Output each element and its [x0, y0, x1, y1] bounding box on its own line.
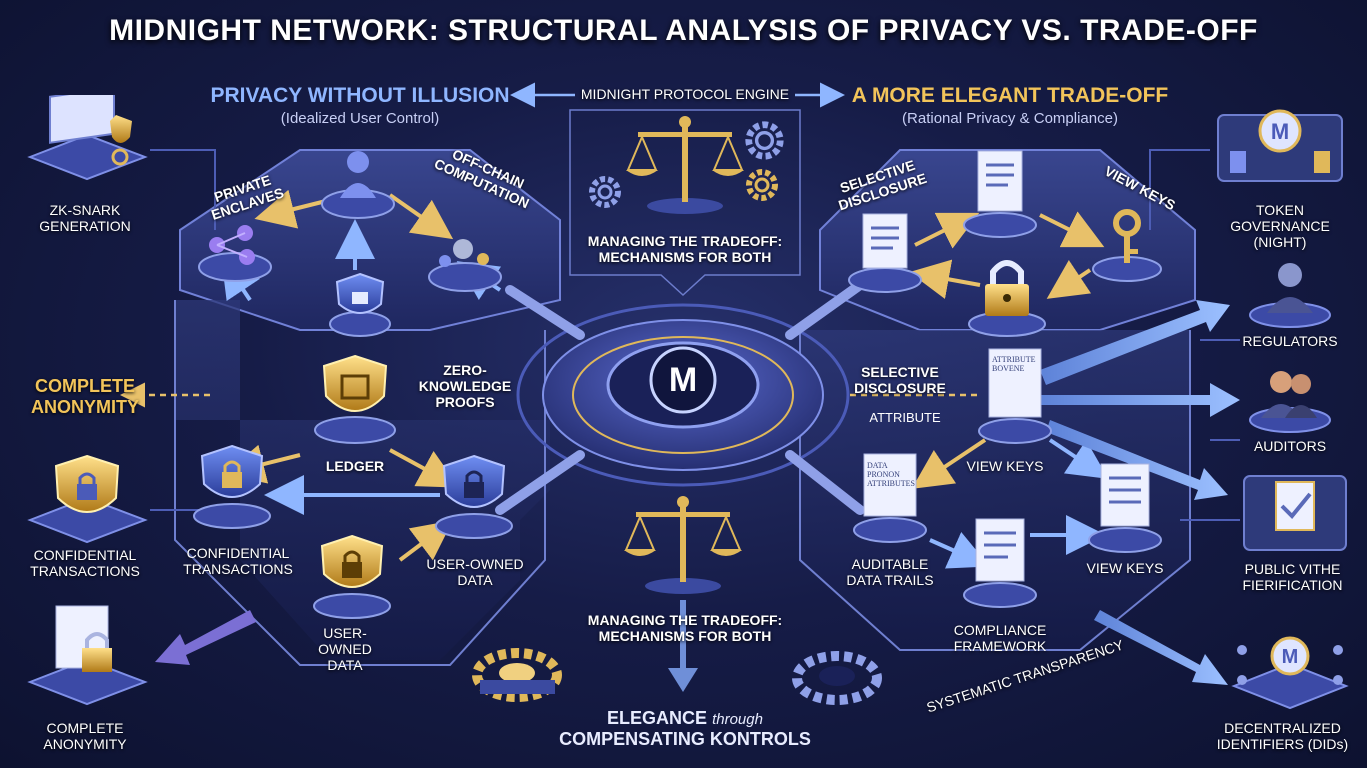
tradeoff-bubble	[569, 109, 801, 297]
view-keys-label: VIEW KEYS	[1086, 560, 1164, 576]
page-title: MIDNIGHT NETWORK: STRUCTURAL ANALYSIS OF…	[109, 14, 1258, 47]
zk-snark-icon	[27, 95, 148, 181]
lock-icon	[968, 260, 1046, 337]
left-heading: PRIVACY WITHOUT ILLUSION	[210, 84, 510, 107]
confidential-transactions-label: CONFIDENTIAL TRANSACTIONS	[30, 547, 140, 580]
public-verification-label: PUBLIC VITHE FIERIFICATION	[1242, 561, 1343, 594]
side-connectors	[150, 149, 1240, 521]
gear-icon	[746, 169, 778, 201]
network-icon	[428, 239, 502, 292]
midnight-logo: M	[668, 361, 698, 399]
regulators-label: REGULATORS	[1242, 333, 1338, 349]
lock-shield-icon	[329, 272, 391, 337]
scales-icon	[624, 496, 742, 594]
left-lower-platform	[174, 300, 550, 666]
elegance-label: ELEGANCE through COMPENSATING KONTROLS	[540, 708, 830, 750]
document-icon	[848, 213, 922, 293]
network-icon	[198, 225, 272, 282]
data-doc-text: DATA PRONON ATTRIBUTES	[867, 461, 915, 488]
document-icon	[963, 150, 1037, 238]
hub-connectors	[495, 280, 865, 515]
zk-snark-label: ZK-SNARK GENERATION	[39, 202, 131, 235]
user-owned-data-label: USER-OWNED DATA	[318, 625, 372, 674]
user-icon	[321, 151, 395, 219]
auditable-trails-label: AUDITABLE DATA TRAILS	[846, 556, 934, 589]
gear-icon	[589, 176, 621, 208]
outgoing-arrows	[155, 300, 1240, 692]
scales-icon	[626, 116, 744, 214]
checklist-icon	[1243, 475, 1347, 551]
attribute-label: ATTRIBUTE	[869, 410, 941, 425]
right-heading: A MORE ELEGANT TRADE-OFF	[851, 84, 1169, 107]
ledger-label: LEDGER	[325, 458, 385, 474]
auditors-label: AUDITORS	[1253, 438, 1327, 454]
gear-icon	[472, 648, 562, 702]
elegance-word: ELEGANCE	[607, 708, 708, 728]
tradeoff-bottom-label: MANAGING THE TRADEOFF: MECHANISMS FOR BO…	[587, 612, 783, 645]
view-keys-label: VIEW KEYS	[966, 458, 1044, 474]
right-flow-arrows	[909, 211, 1109, 569]
token-icon: M	[1217, 109, 1343, 182]
compensating-controls: COMPENSATING KONTROLS	[559, 729, 811, 749]
attribute-doc-text: ATTRIBUTE BOVENE	[992, 355, 1036, 373]
zkp-label: ZERO-KNOWLEDGE PROOFS	[418, 362, 512, 411]
complete-anonymity-heading: COMPLETE ANONYMITY	[31, 376, 139, 417]
through-word: through	[712, 711, 763, 728]
attribute-document-icon	[978, 348, 1052, 444]
lock-shield-icon	[435, 454, 513, 539]
svg-text:M: M	[1282, 646, 1299, 668]
key-icon	[1092, 209, 1162, 282]
compliance-framework-label: COMPLIANCE FRAMEWORK	[953, 622, 1047, 655]
checklist-icon	[1088, 463, 1162, 553]
complete-anonymity-label: COMPLETE ANONYMITY	[43, 720, 127, 753]
header-arrows	[120, 82, 980, 408]
confidential-transactions-label: CONFIDENTIAL TRANSACTIONS	[183, 545, 293, 578]
lock-shield-icon	[313, 534, 391, 619]
right-lower-platform	[799, 330, 1191, 651]
engine-label: MIDNIGHT PROTOCOL ENGINE	[580, 86, 790, 102]
token-governance-label: TOKEN GOVERNANCE (NIGHT)	[1230, 202, 1330, 251]
gear-icon	[745, 121, 784, 160]
left-subheading: (Idealized User Control)	[280, 110, 440, 127]
right-subheading: (Rational Privacy & Compliance)	[902, 110, 1118, 127]
document-lock-icon	[27, 605, 148, 706]
gear-icon	[792, 651, 882, 705]
auditor-icon	[1249, 371, 1331, 433]
data-document-icon	[853, 453, 927, 543]
regulator-icon	[1249, 263, 1331, 328]
did-network-icon: M	[1231, 636, 1349, 710]
selective-disclosure-label: SELECTIVE DISCLOSURE	[854, 364, 946, 397]
did-label: DECENTRALIZED IDENTIFIERS (DIDs)	[1216, 720, 1349, 753]
tradeoff-top-label: MANAGING THE TRADEOFF: MECHANISMS FOR BO…	[587, 233, 783, 266]
ledger-shield-icon	[314, 354, 396, 444]
svg-text:M: M	[1271, 119, 1289, 144]
lock-shield-icon	[193, 444, 271, 529]
document-icon	[963, 518, 1037, 608]
user-owned-data-label: USER-OWNED DATA	[426, 556, 524, 589]
lock-shield-icon	[27, 454, 148, 544]
protocol-hub	[516, 303, 850, 487]
